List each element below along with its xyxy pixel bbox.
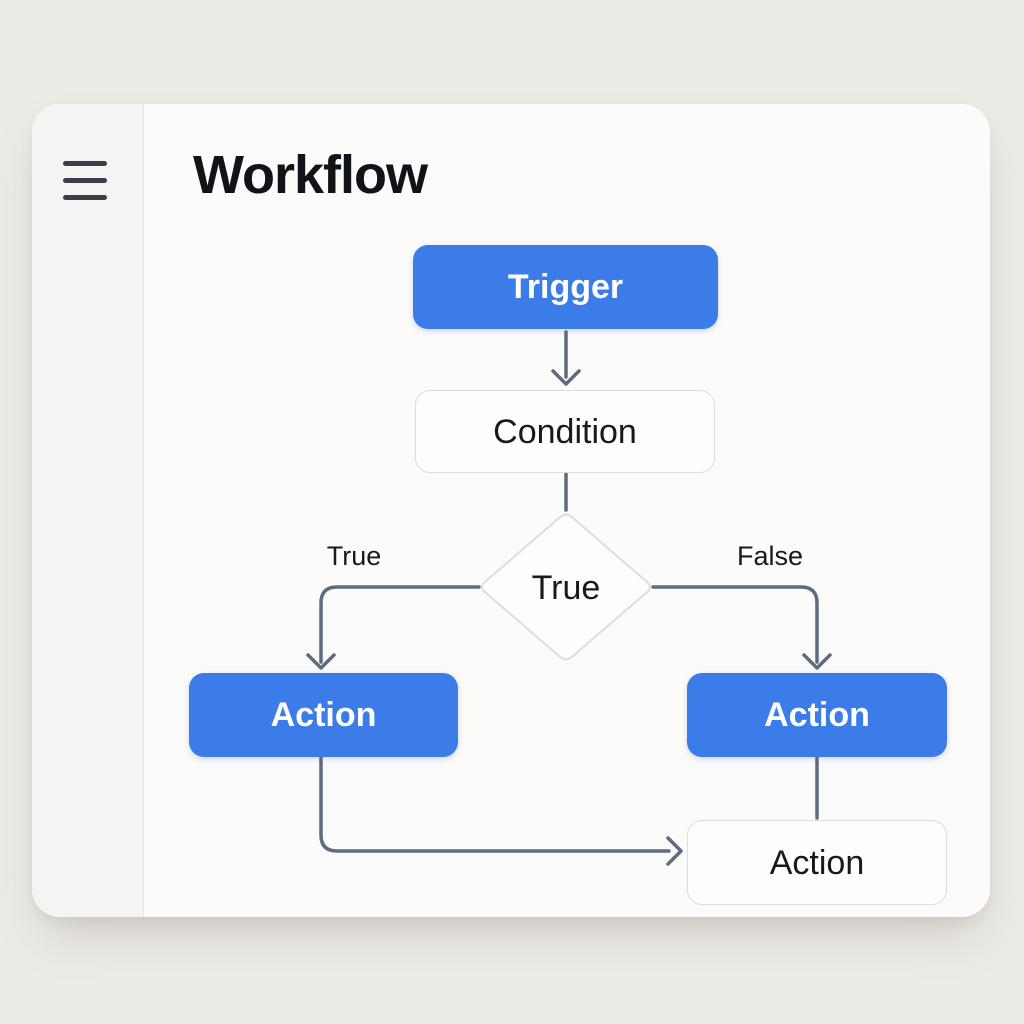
decision-diamond[interactable] (481, 513, 651, 661)
arrowhead-down-icon (802, 653, 832, 670)
arrowhead-down-icon (306, 653, 336, 670)
menu-button[interactable] (63, 161, 107, 200)
node-action-left[interactable]: Action (189, 673, 458, 757)
node-trigger[interactable]: Trigger (413, 245, 718, 329)
hamburger-icon (63, 161, 107, 200)
connector-false-branch (651, 585, 819, 664)
connector-true-branch (319, 585, 481, 664)
node-action-bottom[interactable]: Action (687, 820, 947, 905)
edge-label-true: True (326, 541, 382, 571)
node-condition-label: Condition (493, 412, 637, 451)
node-condition[interactable]: Condition (415, 390, 715, 473)
connector-actionleft-actionbottom (319, 755, 671, 853)
flowchart-canvas: Trigger Condition True True False Action… (32, 104, 990, 917)
sidebar (32, 104, 144, 917)
arrowhead-down-icon (551, 369, 581, 386)
node-trigger-label: Trigger (507, 268, 624, 306)
edge-label-false: False (736, 541, 804, 571)
node-action-left-label: Action (270, 696, 377, 734)
flowchart-connectors (306, 330, 832, 866)
node-decision-label-wrap[interactable]: True (506, 568, 626, 607)
node-action-bottom-label: Action (769, 843, 865, 882)
node-action-right-label: Action (764, 696, 870, 734)
arrowhead-right-icon (666, 836, 683, 866)
app-window: Workflow (32, 104, 990, 917)
node-action-right[interactable]: Action (687, 673, 947, 757)
page-title: Workflow (193, 145, 428, 205)
node-decision-label: True (531, 568, 601, 607)
